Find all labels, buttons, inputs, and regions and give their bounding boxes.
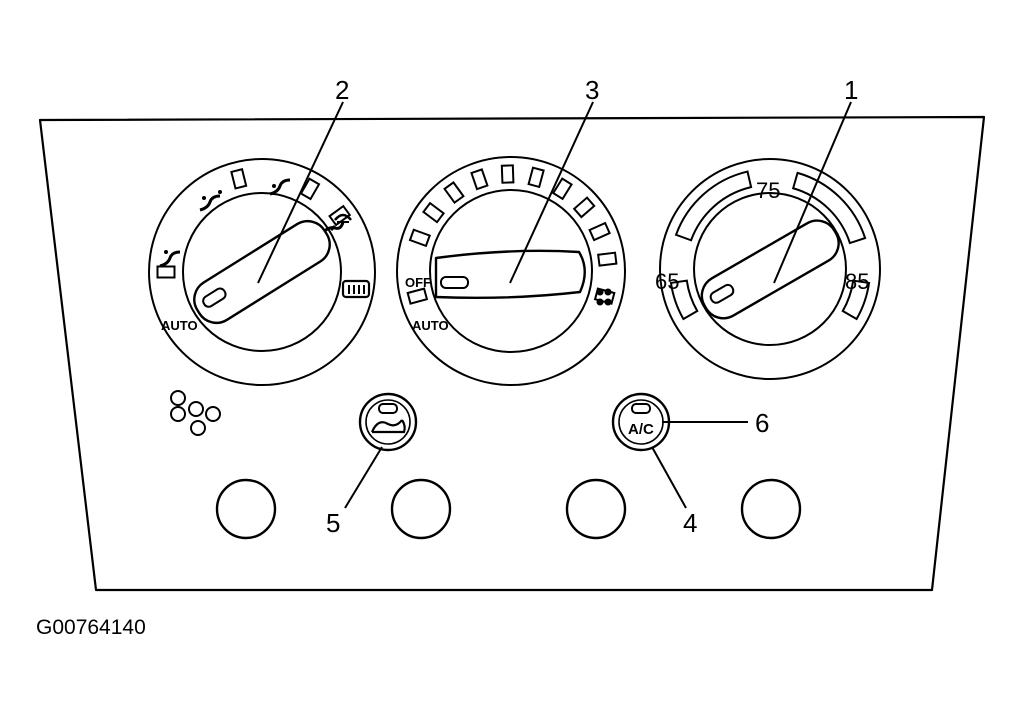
recirculation-icon: [370, 419, 406, 434]
fan-tick-7: [551, 177, 573, 201]
fan-tick-12: [406, 287, 429, 305]
mode-knob-grip[interactable]: [187, 214, 338, 331]
temperature-knob[interactable]: 65 75 85: [655, 158, 881, 380]
temperature-band-high-end: [841, 279, 871, 321]
mode-tick-3: [299, 177, 321, 201]
leader-lines: [257, 101, 852, 509]
mode-tick-1: [156, 265, 176, 279]
ac-indicator-light: [631, 403, 651, 414]
fan-tick-8: [572, 196, 596, 219]
mode-tick-2: [230, 168, 248, 190]
fan-max-icon: [596, 288, 612, 306]
fan-tick-1: [408, 228, 432, 248]
lower-button-1[interactable]: [215, 478, 277, 540]
lower-button-2[interactable]: [390, 478, 452, 540]
lower-button-3[interactable]: [565, 478, 627, 540]
fan-knob-ticks: [406, 164, 618, 305]
fan-tick-5: [500, 164, 515, 184]
fan-tick-10: [597, 251, 618, 267]
temperature-high-label: 85: [845, 269, 869, 294]
fan-knob-bezel-outer: [396, 156, 626, 386]
rear-defrost-icon: [341, 279, 371, 299]
temperature-band-cold: [674, 170, 753, 242]
callout-4: 4: [683, 508, 697, 538]
fan-tick-6: [527, 166, 545, 189]
lower-button-4[interactable]: [740, 478, 802, 540]
fan-knob-grip[interactable]: [434, 249, 586, 300]
mode-auto-label: AUTO: [161, 318, 198, 333]
callout-6: 6: [755, 408, 769, 438]
bilevel-airflow-icon: [199, 190, 222, 212]
mode-knob-bezel-outer: [148, 158, 376, 386]
temperature-knob-grip[interactable]: [695, 213, 846, 325]
fan-knob-bezel-inner: [429, 189, 593, 353]
fan-tick-4: [470, 168, 489, 191]
floor-airflow-icon: [159, 250, 181, 268]
face-airflow-icon: [269, 178, 291, 196]
figure-id: G00764140: [36, 616, 146, 639]
fan-tick-2: [422, 201, 446, 224]
temperature-knob-bezel-inner: [693, 192, 847, 346]
recirculation-indicator-light: [378, 403, 398, 414]
callout-2: 2: [335, 75, 349, 105]
callout-1: 1: [844, 75, 858, 105]
temperature-band-low-end: [669, 279, 699, 321]
recirculation-button[interactable]: [358, 392, 418, 452]
temperature-scale-bands: [669, 170, 871, 321]
fan-tick-3: [443, 181, 465, 205]
callout-3: 3: [585, 75, 599, 105]
ac-button[interactable]: A/C: [611, 392, 671, 452]
temperature-low-label: 65: [655, 269, 679, 294]
temperature-band-warm: [791, 171, 867, 245]
mode-knob[interactable]: AUTO: [148, 158, 376, 386]
floor-defrost-icon: [334, 213, 352, 223]
temperature-mid-label: 75: [756, 178, 780, 203]
mode-knob-bezel-inner: [182, 192, 342, 352]
temperature-knob-bezel-outer: [659, 158, 881, 380]
fan-off-label: OFF: [405, 275, 431, 290]
callout-5: 5: [326, 508, 340, 538]
control-panel-outline: [38, 115, 986, 592]
fan-speed-knob[interactable]: OFF AUTO: [396, 156, 626, 386]
ac-button-label: A/C: [628, 421, 654, 438]
fan-tick-9: [588, 221, 611, 242]
fan-auto-label: AUTO: [412, 318, 449, 333]
sunload-sensor-icon: [170, 390, 221, 436]
